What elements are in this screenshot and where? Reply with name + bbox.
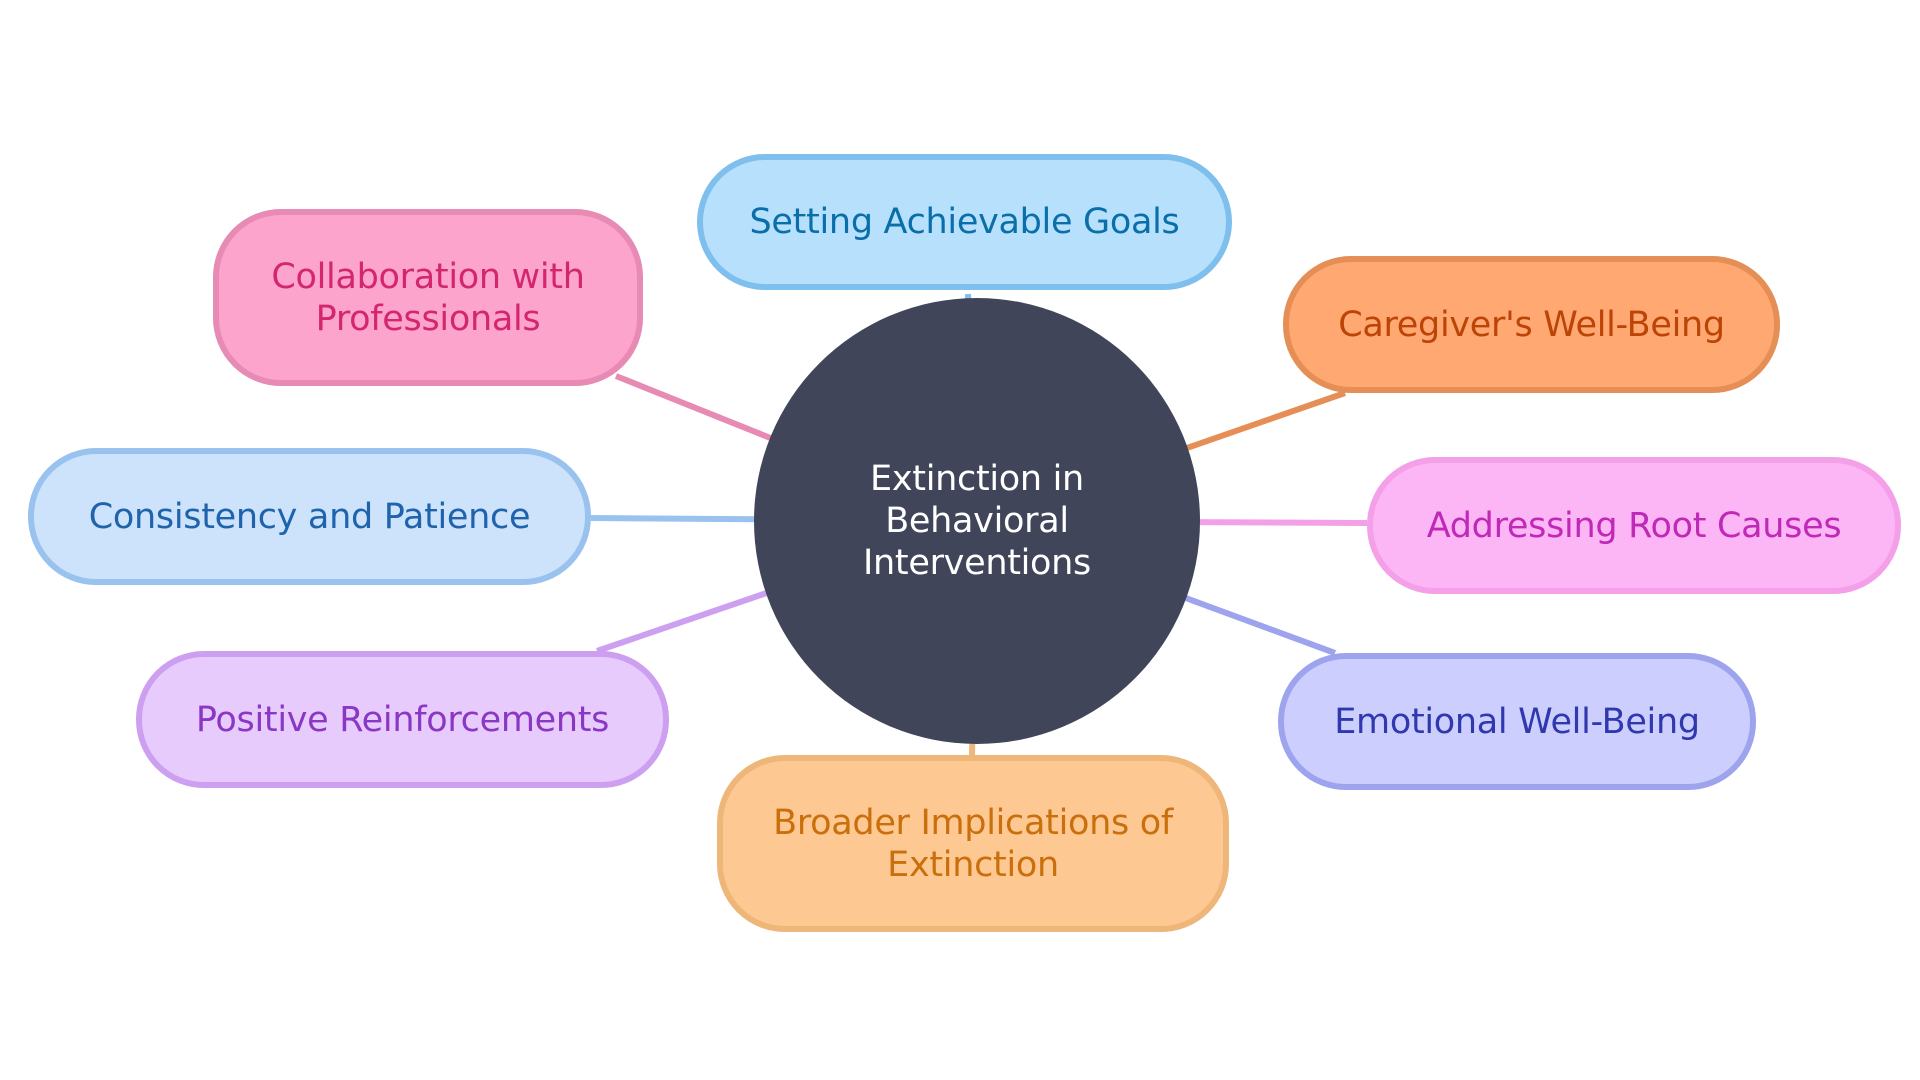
node-setting-achievable-goals[interactable]: Setting Achievable Goals: [697, 154, 1232, 290]
node-consistency-and-patience[interactable]: Consistency and Patience: [28, 448, 591, 585]
label-line: Emotional Well-Being: [1334, 701, 1700, 742]
node-label: Caregiver's Well-Being: [1338, 304, 1725, 346]
node-label: Setting Achievable Goals: [750, 201, 1180, 243]
label-line: Setting Achievable Goals: [749, 202, 1180, 242]
node-label: Emotional Well-Being: [1334, 701, 1700, 743]
label-line: Consistency and Patience: [88, 496, 531, 537]
node-label: Consistency and Patience: [88, 496, 531, 538]
connector-collaboration-with-professionals: [614, 373, 775, 443]
connector-positive-reinforcements: [596, 589, 771, 654]
label-line: Broader Implications of: [773, 802, 1173, 843]
node-caregivers-well-being[interactable]: Caregiver's Well-Being: [1283, 256, 1780, 393]
label-line: Professionals: [315, 298, 541, 339]
connector-caregivers-well-being: [1182, 390, 1346, 452]
label-line: Extinction in Behavioral: [870, 459, 1084, 541]
label-line: Addressing Root Causes: [1426, 505, 1842, 546]
node-positive-reinforcements[interactable]: Positive Reinforcements: [136, 651, 669, 788]
label-line: Positive Reinforcements: [195, 699, 610, 740]
connector-emotional-well-being: [1181, 593, 1337, 656]
connector-consistency-and-patience: [590, 515, 759, 523]
label-line: Extinction: [887, 844, 1059, 885]
node-label: Addressing Root Causes: [1427, 505, 1842, 547]
connector-addressing-root-causes: [1195, 519, 1368, 526]
label-line: Collaboration with: [271, 256, 585, 297]
label-line: Interventions: [863, 543, 1091, 583]
label-line: Caregiver's Well-Being: [1338, 304, 1725, 345]
node-emotional-well-being[interactable]: Emotional Well-Being: [1278, 653, 1756, 790]
node-addressing-root-causes[interactable]: Addressing Root Causes: [1367, 457, 1901, 594]
node-label: Positive Reinforcements: [195, 699, 610, 741]
